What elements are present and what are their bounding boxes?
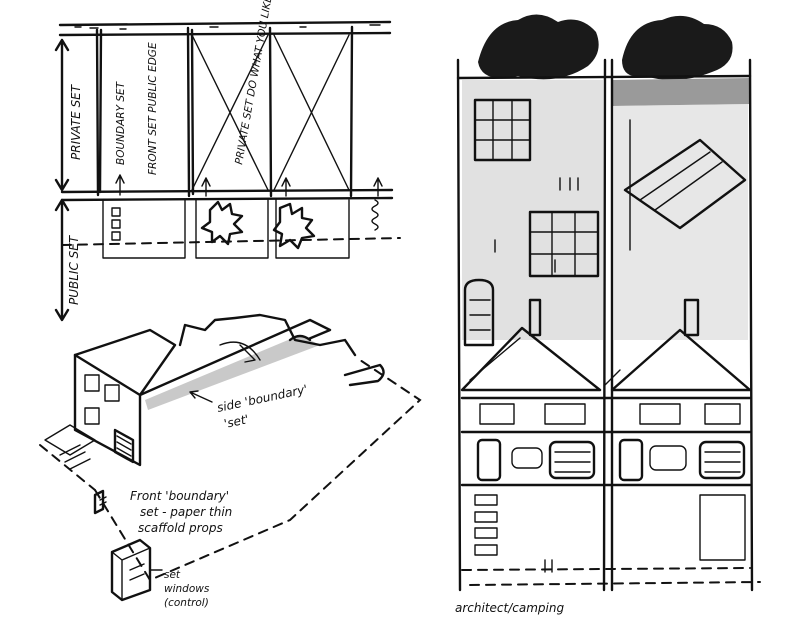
label-side-boundary-1: side 'boundary' [216, 382, 309, 415]
plan-diagram: PRIVATE SET PUBLIC SET BOUNDARY SET FRON… [54, 0, 401, 322]
label-boundary-set: BOUNDARY SET [115, 80, 127, 165]
label-public-set: PUBLIC SET [67, 234, 81, 305]
label-private-set-do-what-you-like: PRIVATE SET DO WHAT YOU LIKE [233, 0, 275, 166]
label-set-windows-3: (control) [164, 597, 209, 609]
label-side-boundary-2: 'set' [223, 412, 250, 431]
elevation-caption: architect/camping [455, 601, 564, 615]
label-front-boundary-3: scaffold props [138, 521, 223, 535]
label-front-set-public-edge: FRONT SET PUBLIC EDGE [147, 42, 159, 175]
label-set-windows-1: set [164, 569, 181, 581]
label-set-windows-2: windows [164, 583, 210, 595]
label-front-boundary-1: Front 'boundary' [130, 489, 229, 503]
axonometric-diagram: side 'boundary' 'set' Front 'boundary' s… [39, 313, 422, 609]
label-front-boundary-2: set - paper thin [140, 505, 232, 519]
label-private-set: PRIVATE SET [69, 83, 83, 160]
terrace-elevation-sketch: architect/camping [455, 14, 761, 615]
